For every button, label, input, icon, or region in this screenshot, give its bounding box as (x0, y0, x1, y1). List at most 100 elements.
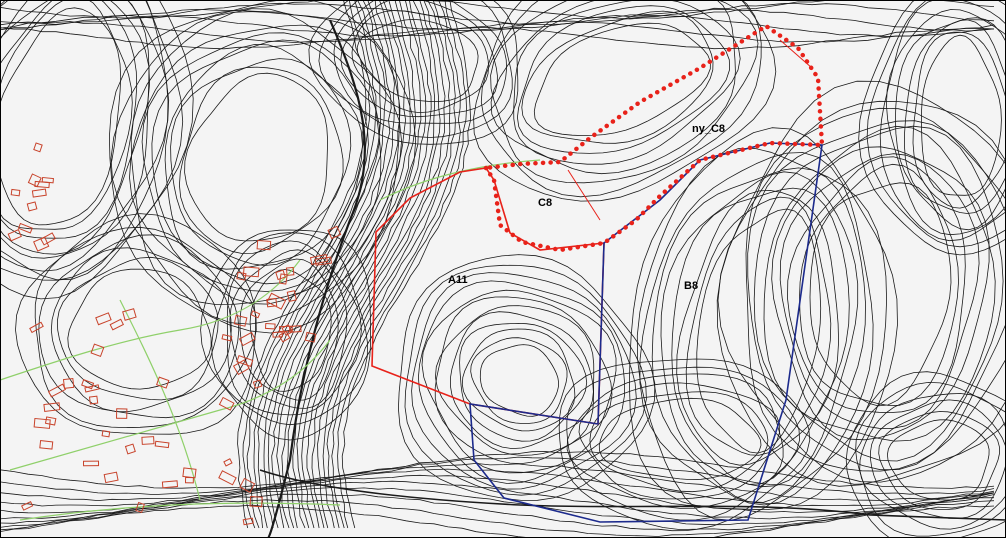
stream-line (259, 469, 1006, 521)
contour-line (130, 8, 402, 305)
zone-c8-boundary (483, 23, 825, 253)
contour-line (479, 344, 559, 417)
contour-line (239, 258, 339, 401)
contour-line (459, 323, 588, 442)
road-line (0, 259, 301, 381)
contour-line (513, 0, 741, 165)
contour-line (404, 264, 647, 496)
contour-line (0, 504, 995, 538)
contour-line (887, 419, 990, 501)
building-footprint (242, 517, 254, 526)
building-footprint (27, 173, 42, 188)
contour-line (322, 0, 451, 529)
building-footprint (232, 359, 250, 376)
contour-line (921, 34, 1002, 196)
zone-label-a11: A11 (448, 274, 468, 286)
contour-line (660, 171, 859, 488)
contour-line (895, 17, 1006, 231)
contour-line (533, 22, 711, 136)
contour-line (229, 249, 348, 409)
building-footprint (103, 471, 119, 484)
building-footprint (161, 480, 179, 489)
contour-line (0, 7, 122, 226)
contour-line (490, 0, 736, 175)
zone-label-c8: C8 (538, 197, 552, 209)
contour-line (151, 39, 369, 285)
building-footprint (249, 495, 263, 508)
contour-line (480, 0, 762, 198)
building-footprint (124, 443, 136, 455)
contour-line (249, 269, 332, 392)
building-footprint (155, 376, 170, 389)
contour-line (434, 296, 613, 464)
contour-line (0, 9, 995, 32)
building-footprint (88, 395, 99, 405)
contour-line (870, 399, 1006, 519)
contour-line (787, 156, 966, 413)
building-footprint (314, 256, 333, 266)
contour-line (0, 0, 184, 281)
contour-line (0, 2, 995, 25)
contour-line (292, 0, 422, 529)
contour-line (50, 247, 232, 412)
building-footprint (84, 384, 100, 393)
contour-line (0, 0, 138, 239)
contour-line (521, 10, 714, 144)
contour-line (490, 0, 759, 184)
contour-line (845, 371, 1006, 538)
building-footprint (26, 201, 38, 212)
contour-line (745, 107, 1006, 472)
building-footprint (109, 318, 125, 331)
contour-line (271, 0, 401, 529)
building-footprint (17, 222, 33, 234)
contour-line (356, 19, 479, 102)
contour-line (306, 0, 435, 529)
building-footprint (279, 273, 288, 285)
building-footprint (266, 297, 278, 308)
contour-line (110, 11, 400, 325)
building-footprint (62, 378, 75, 389)
contour-line (636, 148, 887, 521)
contour-line (0, 499, 995, 537)
contour-line (411, 272, 637, 490)
building-footprint (33, 236, 50, 252)
zone-divider-line (779, 39, 813, 69)
contour-line (0, 0, 133, 230)
contour-line (855, 382, 1006, 537)
building-footprint (223, 458, 233, 467)
building-footprint (286, 290, 297, 302)
contour-line (0, 474, 995, 514)
contour-line (0, 463, 995, 501)
contour-line (286, 0, 417, 529)
building-footprint (288, 325, 302, 333)
contour-line (308, 0, 519, 145)
contour-line (450, 311, 594, 449)
building-footprint (218, 470, 237, 486)
contour-line (317, 0, 446, 529)
contour-line (716, 80, 1006, 487)
building-footprint (31, 188, 47, 198)
zone-label-b8: B8 (684, 280, 698, 292)
building-footprint (327, 225, 342, 240)
road-line (119, 299, 201, 501)
contour-line (337, 0, 467, 529)
building-footprint (184, 476, 194, 484)
zone-label-ny-c8: ny_C8 (692, 123, 725, 135)
contour-line (242, 0, 371, 529)
building-footprint (95, 312, 112, 326)
building-footprint (122, 308, 137, 321)
zone-a11-boundary (371, 167, 605, 425)
contour-line (0, 456, 995, 495)
contour-line (0, 0, 150, 255)
contour-line (326, 0, 456, 529)
contour-line (0, 20, 995, 43)
building-footprint (236, 354, 254, 367)
building-footprint (7, 228, 22, 242)
contour-line (779, 153, 980, 429)
gully-line (266, 19, 366, 538)
contour-line (886, 9, 1006, 236)
contour-line (421, 289, 617, 474)
contour-line (263, 0, 392, 529)
